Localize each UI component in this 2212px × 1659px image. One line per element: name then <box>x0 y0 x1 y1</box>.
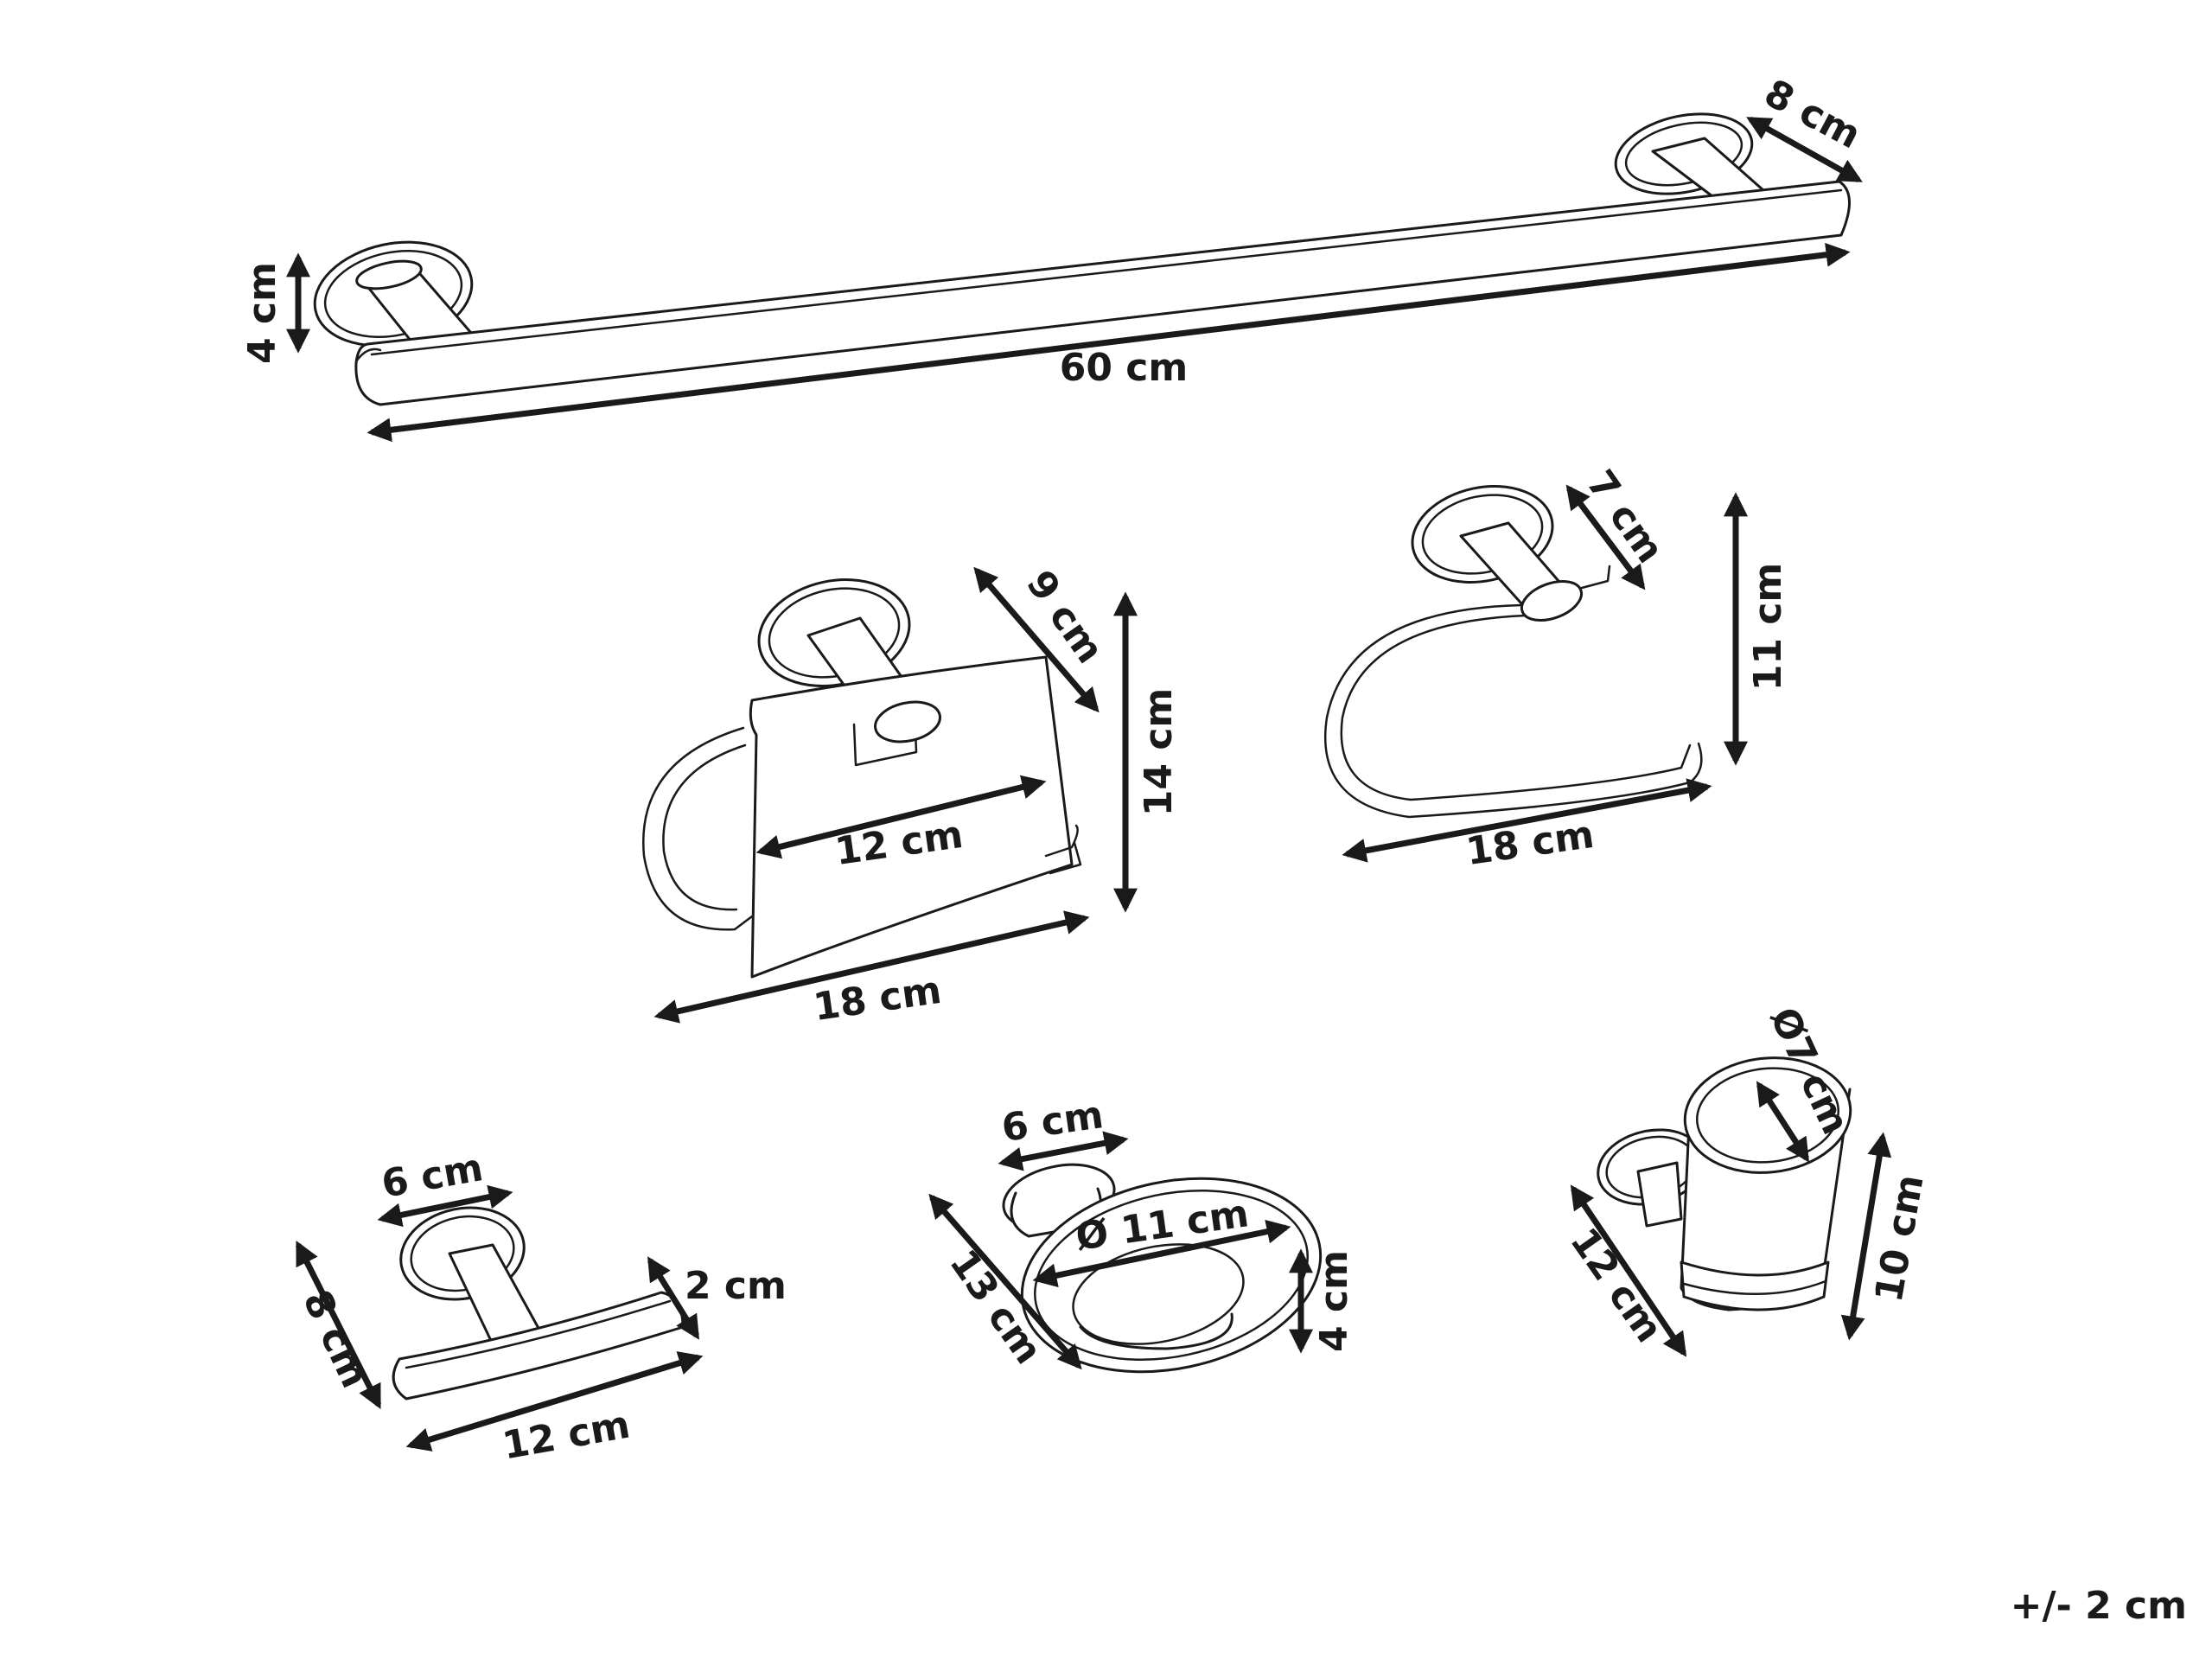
robe-hook-height-label: 8 cm <box>294 1284 377 1394</box>
towel-ring-height-label: 11 cm <box>1746 563 1790 691</box>
soap-dish-depth-arrow <box>928 1193 1082 1370</box>
tumbler-height-arrow <box>1840 1132 1892 1341</box>
paper-holder-depth-label: 9 cm <box>1017 563 1112 672</box>
soap-dish-base-arrow <box>998 1131 1129 1171</box>
soap-dish-height-label: 4 cm <box>1312 1250 1356 1352</box>
towel-bar-height-label: 4 cm <box>240 262 284 364</box>
soap-dish-base-label: 6 cm <box>999 1093 1106 1151</box>
robe-hook-width-arrow <box>405 1351 704 1452</box>
robe-hook-height-arrow <box>295 1240 382 1410</box>
towel-ring-width-arrow <box>1342 778 1712 863</box>
robe-hook-thickness-arrow <box>647 1256 699 1340</box>
towel-bar-depth-label: 8 cm <box>1757 71 1868 157</box>
tumbler-height-label: 10 cm <box>1867 1171 1933 1305</box>
tumbler-depth-arrow <box>1570 1184 1687 1357</box>
robe-hook-thickness-label: 2 cm <box>685 1264 787 1308</box>
towel-bar-depth-arrow <box>1746 116 1863 183</box>
robe-hook-base-arrow <box>377 1184 513 1228</box>
robe-hook-base-label: 6 cm <box>379 1145 487 1207</box>
tumbler-depth-label: 12 cm <box>1561 1220 1671 1350</box>
towel-ring <box>1324 484 1703 819</box>
paper-holder-cover-width-arrow <box>755 775 1047 859</box>
paper-holder <box>642 578 1082 979</box>
paper-holder-depth-arrow <box>973 566 1100 713</box>
tumbler-diameter-arrow <box>1756 1081 1810 1163</box>
towel-bar-width-label: 60 cm <box>1060 346 1188 390</box>
robe-hook <box>392 1206 685 1401</box>
towel-ring-depth-arrow <box>1565 484 1646 590</box>
paper-holder-height-label: 14 cm <box>1137 688 1181 816</box>
paper-holder-width-arrow <box>653 910 1090 1024</box>
towel-ring-width-label: 18 cm <box>1463 813 1597 874</box>
tolerance-note: +/- 2 cm <box>2011 1584 2187 1628</box>
towel-bar-width-arrow <box>367 242 1851 443</box>
